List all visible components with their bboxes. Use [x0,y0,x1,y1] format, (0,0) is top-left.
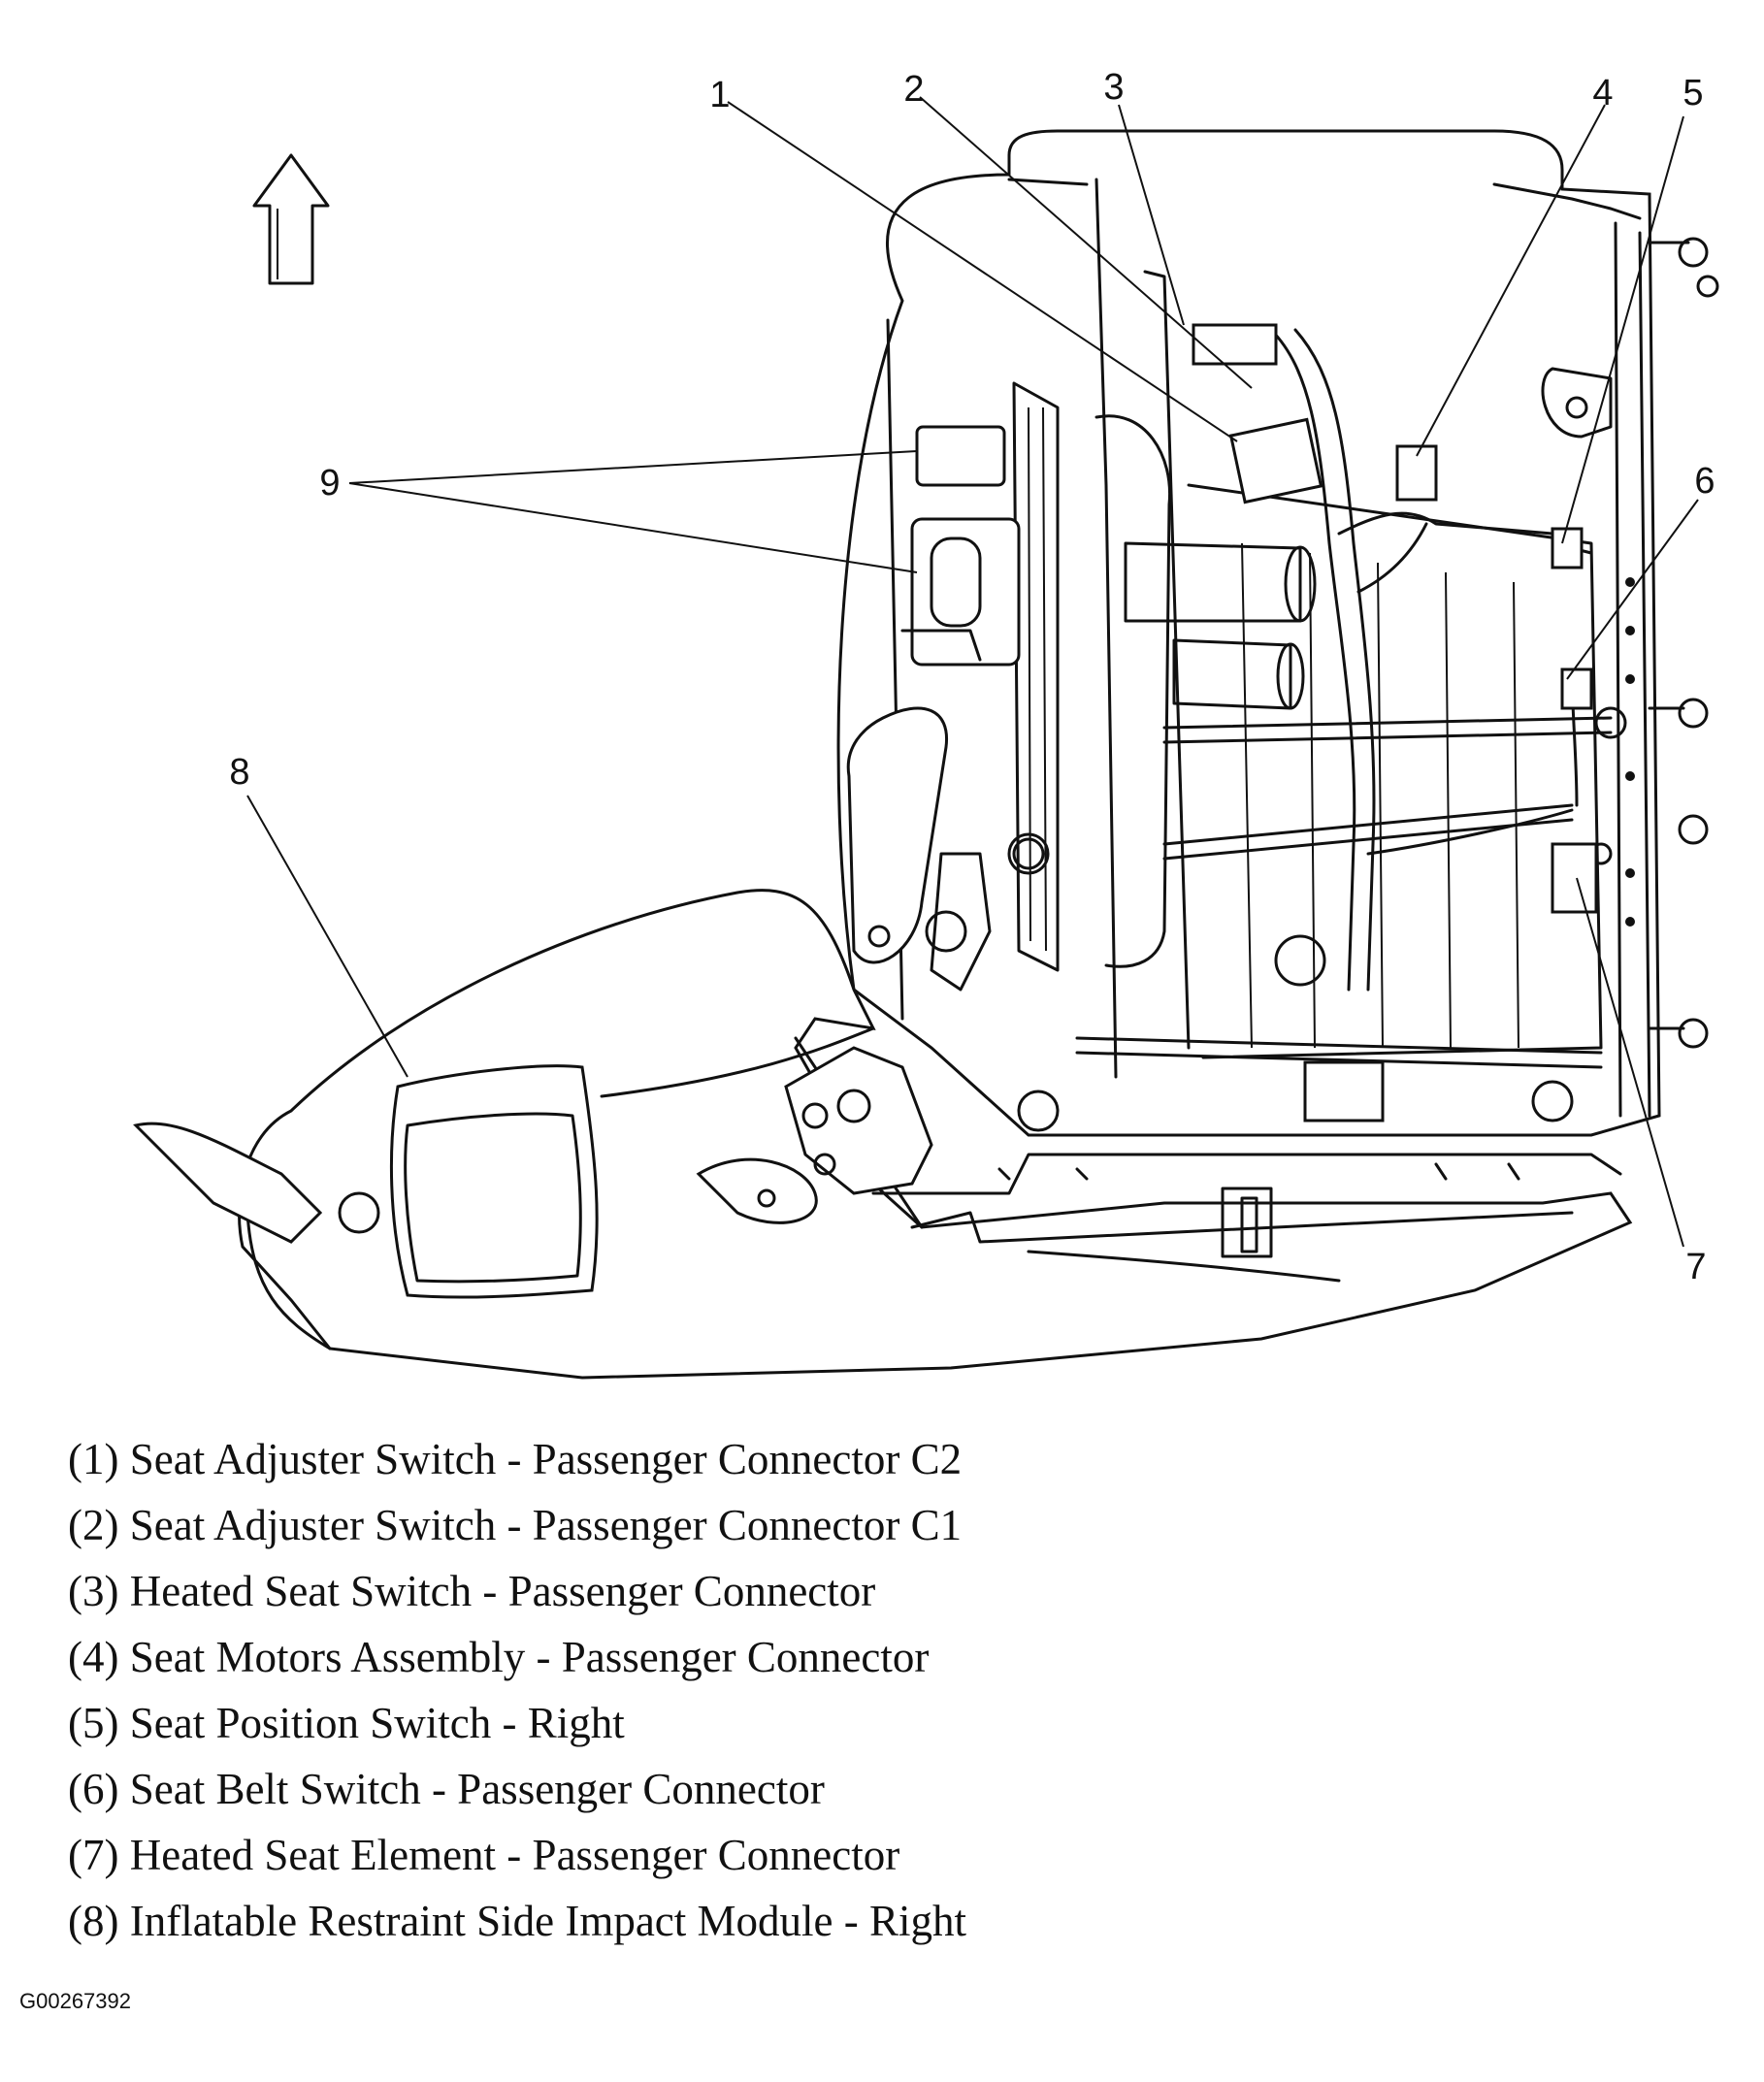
callout-8: 8 [229,752,249,793]
callout-9: 9 [319,463,340,504]
legend-item-6: (6) Seat Belt Switch - Passenger Connect… [68,1765,825,1813]
recliner-lever [846,706,992,992]
legend-item-1: (1) Seat Adjuster Switch - Passenger Con… [68,1435,963,1483]
legend-item-3: (3) Heated Seat Switch - Passenger Conne… [68,1567,876,1615]
leader-lines [246,96,1699,1248]
seat-adjuster-track [1007,381,1317,972]
wiring-harness [1192,323,1598,1122]
legend-item-4: (4) Seat Motors Assembly - Passenger Con… [68,1633,930,1681]
callout-3: 3 [1103,67,1124,108]
figure-id: G00267392 [19,1989,131,2013]
legend-item-2: (2) Seat Adjuster Switch - Passenger Con… [68,1501,963,1549]
callout-labels: 1 2 3 4 5 6 7 8 9 [229,67,1715,1287]
legend-item-7: (7) Heated Seat Element - Passenger Conn… [68,1831,900,1879]
legend-item-8: (8) Inflatable Restraint Side Impact Mod… [68,1897,967,1945]
callout-6: 6 [1694,461,1715,502]
callout-7: 7 [1685,1247,1706,1287]
callout-4: 4 [1592,73,1613,114]
side-impact-module [338,1064,599,1299]
legend: (1) Seat Adjuster Switch - Passenger Con… [68,1426,1717,1954]
forward-arrow-icon [252,153,330,285]
callout-2: 2 [903,69,924,110]
callout-5: 5 [1682,73,1703,114]
legend-item-5: (5) Seat Position Switch - Right [68,1699,625,1747]
seat-diagram: 1 2 3 4 5 6 7 8 9 [133,67,1719,1380]
seat-back [836,129,1719,1137]
callout-1: 1 [709,75,730,115]
switch-panel [886,318,1021,1021]
